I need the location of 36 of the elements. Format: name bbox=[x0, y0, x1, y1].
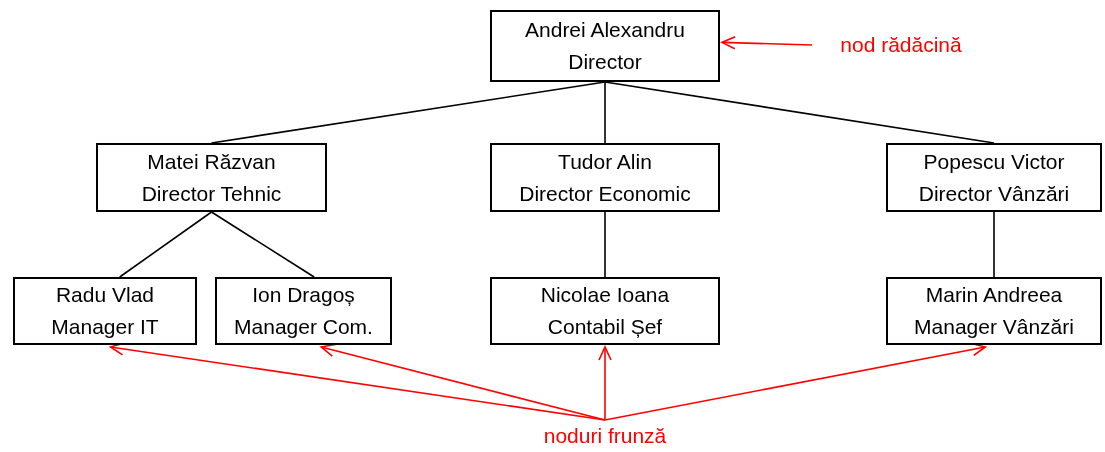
person-name: Nicolae Ioana bbox=[540, 282, 670, 308]
person-name: Marin Andreea bbox=[925, 282, 1063, 308]
connector-line bbox=[993, 211, 995, 278]
connector-line bbox=[604, 211, 606, 278]
job-title: Manager Vânzări bbox=[914, 314, 1074, 340]
connector-line bbox=[210, 81, 606, 144]
arrow bbox=[598, 346, 612, 421]
person-name: Andrei Alexandru bbox=[525, 17, 685, 43]
person-name: Popescu Victor bbox=[923, 148, 1065, 175]
connector-line bbox=[604, 81, 995, 144]
connector-line bbox=[210, 211, 315, 278]
note-text: nod rădăcină bbox=[840, 32, 962, 58]
note-text: noduri frunză bbox=[543, 423, 667, 449]
person-name: Matei Răzvan bbox=[147, 148, 276, 175]
arrow bbox=[721, 36, 813, 50]
org-box bbox=[215, 277, 392, 345]
job-title: Manager IT bbox=[51, 314, 159, 340]
job-title: Director Economic bbox=[519, 180, 691, 207]
org-box bbox=[886, 143, 1102, 212]
arrow bbox=[320, 343, 606, 421]
job-title: Director Vânzări bbox=[918, 180, 1070, 207]
job-title: Director bbox=[568, 49, 642, 75]
job-title: Contabil Șef bbox=[547, 314, 663, 340]
connector-line bbox=[604, 81, 606, 144]
org-box bbox=[490, 10, 720, 82]
org-box bbox=[490, 277, 720, 345]
person-name: Radu Vlad bbox=[55, 282, 155, 308]
org-box bbox=[886, 277, 1102, 345]
org-box bbox=[13, 277, 197, 345]
org-box bbox=[490, 143, 720, 212]
job-title: Director Tehnic bbox=[141, 180, 282, 207]
org-box bbox=[96, 143, 327, 212]
job-title: Manager Com. bbox=[234, 314, 373, 340]
person-name: Tudor Alin bbox=[558, 148, 652, 175]
person-name: Ion Dragoș bbox=[252, 282, 355, 308]
connector-line bbox=[118, 211, 213, 278]
